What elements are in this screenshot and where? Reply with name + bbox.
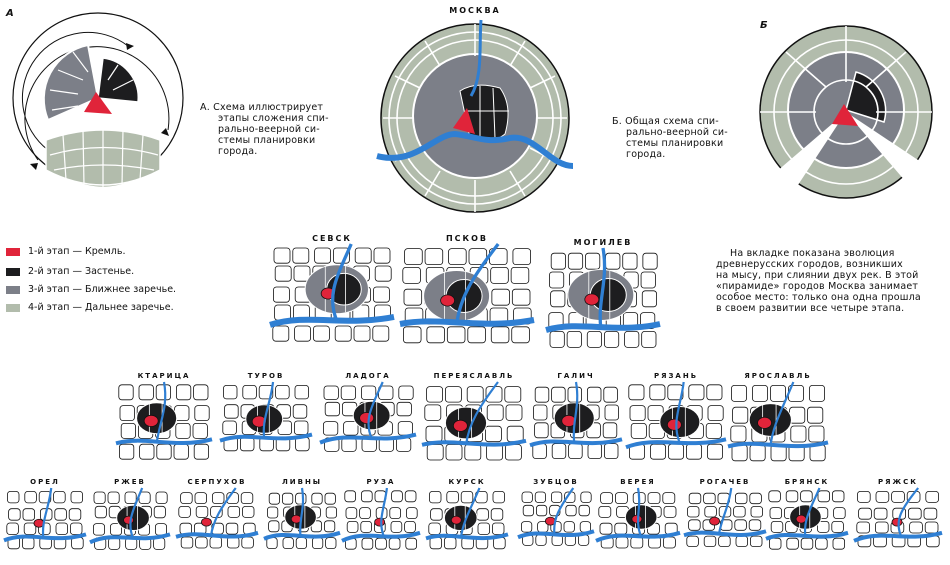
- caption-line: Б. Общая схема спи-: [612, 116, 719, 127]
- city-plan: [727, 381, 829, 462]
- legend-swatch: [6, 303, 20, 312]
- city-plan: [263, 487, 341, 549]
- caption-line: города.: [626, 149, 666, 160]
- legend-label: 1-й этап — Кремль.: [28, 246, 126, 257]
- caption-line: рально-веерной си-: [218, 124, 320, 135]
- legend-item-zastenye: 2-й этап — Застенье.: [6, 266, 134, 277]
- city-plan: [399, 242, 535, 344]
- city-plan: [115, 381, 213, 460]
- city-title: МОГИЛЕВ: [573, 238, 633, 247]
- note-line: древнерусских городов, возникших: [716, 259, 903, 270]
- caption-line: А. Схема иллюстрирует: [200, 102, 324, 113]
- note-line: «пирамиде» городов Москва занимает: [716, 281, 919, 292]
- city-plan: [89, 487, 171, 550]
- city-plan: [219, 381, 313, 452]
- city-title: КТАРИЦА: [137, 372, 191, 380]
- note-line: На вкладке показана эволюция: [730, 248, 895, 259]
- caption-line: этапы сложения спи-: [218, 113, 329, 124]
- city-plan: [853, 487, 943, 548]
- city-plan: [3, 487, 87, 550]
- city-title: БРЯНСК: [784, 478, 830, 486]
- city-plan: [421, 381, 527, 461]
- evolution-note: На вкладке показана эволюция древнерусск…: [716, 248, 946, 314]
- legend-swatch: [6, 285, 20, 294]
- city-title: ГАЛИЧ: [557, 372, 595, 380]
- diagram-a-caption: А. Схема иллюстрирует этапы сложения спи…: [200, 102, 350, 157]
- city-plan: [545, 247, 661, 348]
- legend-item-far: 4-й этап — Дальнее заречье.: [6, 302, 174, 313]
- legend-label: 2-й этап — Застенье.: [28, 266, 135, 277]
- city-title: РОГАЧЕВ: [699, 478, 751, 486]
- city-plan: [341, 487, 421, 550]
- legend-label: 3-й этап — Ближнее заречье.: [28, 284, 177, 295]
- city-title: ПСКОВ: [445, 234, 488, 243]
- city-plan: [765, 487, 849, 550]
- city-plan: [425, 487, 509, 550]
- city-title: ЛАДОГА: [345, 372, 391, 380]
- city-title: ВЕРЕЯ: [620, 478, 656, 486]
- city-plan: [529, 381, 623, 459]
- note-line: особое место: только она одна прошла: [716, 292, 921, 303]
- city-title: ОРЕЛ: [30, 478, 60, 486]
- city-title: СЕРПУХОВ: [187, 478, 247, 486]
- legend-label: 4-й этап — Дальнее заречье.: [28, 302, 174, 313]
- city-title: СЕВСК: [312, 234, 352, 243]
- legend-item-near: 3-й этап — Ближнее заречье.: [6, 284, 176, 295]
- city-title: ЯРОСЛАВЛЬ: [744, 372, 812, 380]
- city-title: РЖЕВ: [114, 478, 146, 486]
- diagram-a-spiral-scheme: [12, 12, 184, 188]
- city-title: РУЗА: [366, 478, 396, 486]
- caption-line: рально-веерной си-: [626, 127, 728, 138]
- note-line: в своем развитии все четыре этапа.: [716, 303, 905, 314]
- legend-swatch: [6, 247, 20, 256]
- legend-swatch: [6, 267, 20, 276]
- caption-line: стемы планировки: [218, 135, 316, 146]
- city-title: ЛИВНЫ: [281, 478, 323, 486]
- moscow-plan: [376, 19, 574, 213]
- city-title: ЗУБЦОВ: [533, 478, 579, 486]
- moscow-title: МОСКВА: [449, 6, 501, 15]
- diagram-a-letter: А: [6, 8, 14, 19]
- city-title: РЯЗАНЬ: [653, 372, 699, 380]
- city-title: ТУРОВ: [247, 372, 285, 380]
- city-plan: [517, 487, 595, 546]
- diagram-b-caption: Б. Общая схема спи- рально-веерной си- с…: [612, 116, 762, 160]
- legend-item-kremlin: 1-й этап — Кремль.: [6, 246, 125, 257]
- city-plan: [683, 487, 767, 547]
- caption-line: города.: [218, 146, 258, 157]
- city-plan: [269, 243, 395, 342]
- diagram-b-general-scheme: [759, 25, 933, 199]
- diagram-b-letter: Б: [760, 20, 768, 31]
- city-plan: [175, 487, 259, 549]
- city-title: ПЕРЕЯСЛАВЛЬ: [433, 372, 515, 380]
- caption-line: стемы планировки: [626, 138, 724, 149]
- note-line: на мысу, при слиянии двух рек. В этой: [716, 270, 919, 281]
- city-plan: [319, 381, 417, 452]
- city-title: КУРСК: [448, 478, 486, 486]
- city-plan: [625, 381, 727, 460]
- city-plan: [595, 487, 681, 549]
- city-title: РЯЖСК: [878, 478, 918, 486]
